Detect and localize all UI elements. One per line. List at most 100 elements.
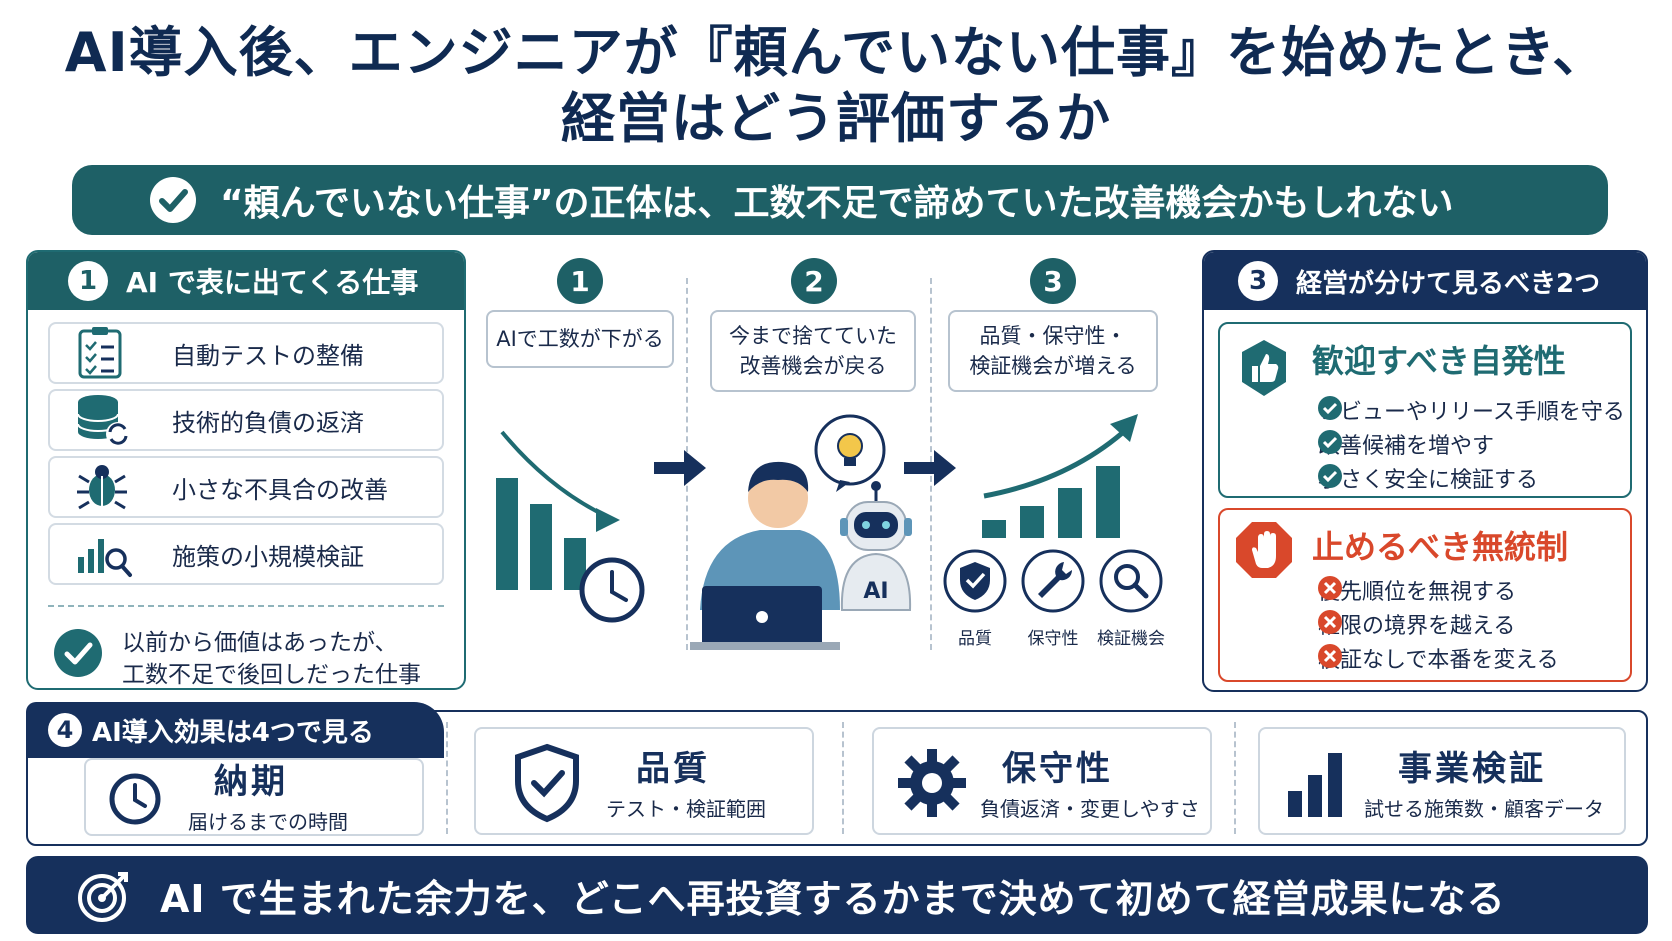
effect-title: 保守性 bbox=[1002, 749, 1113, 789]
step-2-box: 今まで捨てていた 改善機会が戻る bbox=[710, 310, 916, 392]
robot-label: AI bbox=[863, 579, 888, 604]
shield-check-icon bbox=[943, 549, 1007, 613]
target-icon bbox=[78, 872, 128, 922]
maintainability-icon-item: 保守性 bbox=[1020, 548, 1086, 649]
rising-value-illustration bbox=[982, 414, 1138, 538]
key-message-banner: “頼んでいない仕事”の正体は、工数不足で諦めていた改善機会かもしれない bbox=[72, 165, 1608, 235]
task-item-tech-debt: 技術的負債の返済 bbox=[48, 389, 444, 451]
effect-quality: 品質 テスト・検証範囲 bbox=[474, 727, 814, 835]
rise-bar bbox=[1096, 466, 1120, 538]
check-circle-icon bbox=[150, 177, 196, 223]
panel-ai-surfaced-work: 1 AI で表に出てくる仕事 自動テストの整備 技術的負債の返済 小さな不具合の… bbox=[26, 250, 466, 690]
step-3-box: 品質・保守性・ 検証機会が増える bbox=[948, 310, 1158, 392]
welcome-title: 歓迎すべき自発性 bbox=[1312, 342, 1566, 380]
effect-business-validation: 事業検証 試せる施策数・顧客データ bbox=[1258, 727, 1626, 835]
quality-icon-item: 品質 bbox=[942, 548, 1008, 649]
step-1-number: 1 bbox=[557, 258, 603, 304]
step-2-number: 2 bbox=[791, 258, 837, 304]
task-label: 施策の小規模検証 bbox=[172, 542, 364, 571]
effect-maintainability: 保守性 負債返済・変更しやすさ bbox=[872, 727, 1212, 835]
note-line-1: 以前から価値はあったが、 bbox=[122, 630, 398, 656]
database-refresh-icon bbox=[77, 395, 130, 446]
divider bbox=[842, 722, 844, 834]
stop-item-text: 優先順位を無視する bbox=[1318, 580, 1517, 605]
step-1-box: AIで工数が下がる bbox=[486, 310, 674, 368]
stop-title: 止めるべき無統制 bbox=[1312, 528, 1569, 566]
robot-icon: AI bbox=[840, 481, 912, 611]
rise-bar bbox=[1020, 506, 1044, 538]
decline-bar bbox=[496, 478, 518, 590]
arrow-right-icon bbox=[654, 450, 706, 486]
wrench-icon bbox=[1021, 549, 1085, 613]
cross-icon bbox=[1318, 610, 1342, 634]
thumbs-up-icon bbox=[1242, 340, 1286, 396]
divider bbox=[446, 722, 448, 834]
rise-bar bbox=[1058, 488, 1082, 538]
welcome-item: レビューやリリース手順を守る bbox=[1280, 394, 1625, 426]
effect-title: 品質 bbox=[636, 749, 710, 789]
banner-text: “頼んでいない仕事”の正体は、工数不足で諦めていた改善機会かもしれない bbox=[220, 183, 1454, 224]
title-line-2: 経営はどう評価するか bbox=[561, 87, 1111, 150]
effect-delivery: 納期 届けるまでの時間 bbox=[84, 758, 424, 836]
task-label: 技術的負債の返済 bbox=[172, 408, 364, 437]
stop-uncontrolled-box: 止めるべき無統制 優先順位を無視する 権限の境界を越える 検証なしで本番を変える bbox=[1218, 508, 1632, 682]
effect-desc: 試せる施策数・顧客データ bbox=[1364, 797, 1604, 821]
rise-bar bbox=[982, 520, 1006, 538]
panel4-header: 4 AI導入効果は4つで見る bbox=[26, 702, 444, 758]
check-circle-icon bbox=[54, 629, 102, 677]
welcome-initiative-box: 歓迎すべき自発性 レビューやリリース手順を守る 改善候補を増やす 小さく安全に検… bbox=[1218, 322, 1632, 498]
panel-two-perspectives: 3 経営が分けて見るべき2つ 歓迎すべき自発性 レビューやリリース手順を守る 改… bbox=[1202, 250, 1648, 692]
icon-label: 保守性 bbox=[1027, 629, 1079, 649]
stop-item: 権限の境界を越える bbox=[1280, 608, 1515, 640]
panel3-title: 経営が分けて見るべき2つ bbox=[1296, 268, 1601, 299]
engineer-with-ai-illustration: AI bbox=[690, 414, 912, 650]
check-icon bbox=[1318, 396, 1342, 420]
declining-effort-illustration bbox=[496, 430, 645, 623]
effect-title: 納期 bbox=[214, 762, 288, 802]
bar-chart-icon bbox=[1288, 753, 1342, 817]
step-1-text: AIで工数が下がる bbox=[496, 327, 664, 351]
chart-search-icon bbox=[78, 539, 132, 577]
clock-icon bbox=[109, 773, 161, 825]
task-label: 自動テストの整備 bbox=[172, 341, 364, 370]
step-3-line-1: 品質・保守性・ bbox=[979, 324, 1127, 348]
panel3-number: 3 bbox=[1238, 261, 1278, 301]
lightbulb-icon bbox=[814, 414, 886, 492]
checklist-icon bbox=[78, 327, 122, 379]
decline-bar bbox=[530, 504, 552, 590]
stop-item-text: 検証なしで本番を変える bbox=[1318, 648, 1559, 673]
check-icon bbox=[1318, 430, 1342, 454]
panel1-title: AI で表に出てくる仕事 bbox=[126, 266, 419, 299]
title-line-1: AI導入後、エンジニアが『頼んでいない仕事』を始めたとき、 bbox=[64, 21, 1608, 84]
shield-check-icon bbox=[515, 743, 579, 823]
task-label: 小さな不具合の改善 bbox=[172, 475, 388, 504]
step-2-line-2: 改善機会が戻る bbox=[739, 354, 887, 378]
step-2-line-1: 今まで捨てていた bbox=[729, 324, 897, 348]
cross-icon bbox=[1318, 576, 1342, 600]
panel4-title: AI導入効果は4つで見る bbox=[92, 717, 374, 748]
stop-item: 優先順位を無視する bbox=[1280, 574, 1516, 606]
icon-label: 検証機会 bbox=[1097, 629, 1165, 649]
panel1-header: 1 AI で表に出てくる仕事 bbox=[28, 252, 464, 310]
effect-desc: 届けるまでの時間 bbox=[188, 810, 348, 834]
validation-icon-item: 検証機会 bbox=[1097, 548, 1165, 649]
effect-desc: 負債返済・変更しやすさ bbox=[980, 797, 1200, 821]
step-3-line-2: 検証機会が増える bbox=[969, 354, 1137, 378]
bug-icon bbox=[77, 465, 127, 510]
decline-bar bbox=[564, 538, 586, 590]
cross-icon bbox=[1318, 644, 1342, 668]
panel1-number: 1 bbox=[68, 261, 108, 301]
clock-icon bbox=[579, 557, 645, 623]
stop-item-text: 権限の境界を越える bbox=[1318, 614, 1516, 639]
divider bbox=[1234, 722, 1236, 834]
task-item-automated-tests: 自動テストの整備 bbox=[48, 322, 444, 384]
step-3-number: 3 bbox=[1030, 258, 1076, 304]
conclusion-footer: AI で生まれた余力を、どこへ再投資するかまで決めて初めて経営成果になる bbox=[26, 856, 1648, 934]
stop-hand-icon bbox=[1236, 522, 1292, 578]
effect-desc: テスト・検証範囲 bbox=[606, 797, 766, 821]
page-title: AI導入後、エンジニアが『頼んでいない仕事』を始めたとき、 経営はどう評価するか bbox=[0, 20, 1672, 152]
welcome-item-text: 改善候補を増やす bbox=[1318, 434, 1495, 459]
magnifier-icon bbox=[1099, 549, 1163, 613]
panel1-note: 以前から価値はあったが、 工数不足で後回しだった仕事 bbox=[48, 605, 444, 688]
task-item-bug-fix: 小さな不具合の改善 bbox=[48, 456, 444, 518]
